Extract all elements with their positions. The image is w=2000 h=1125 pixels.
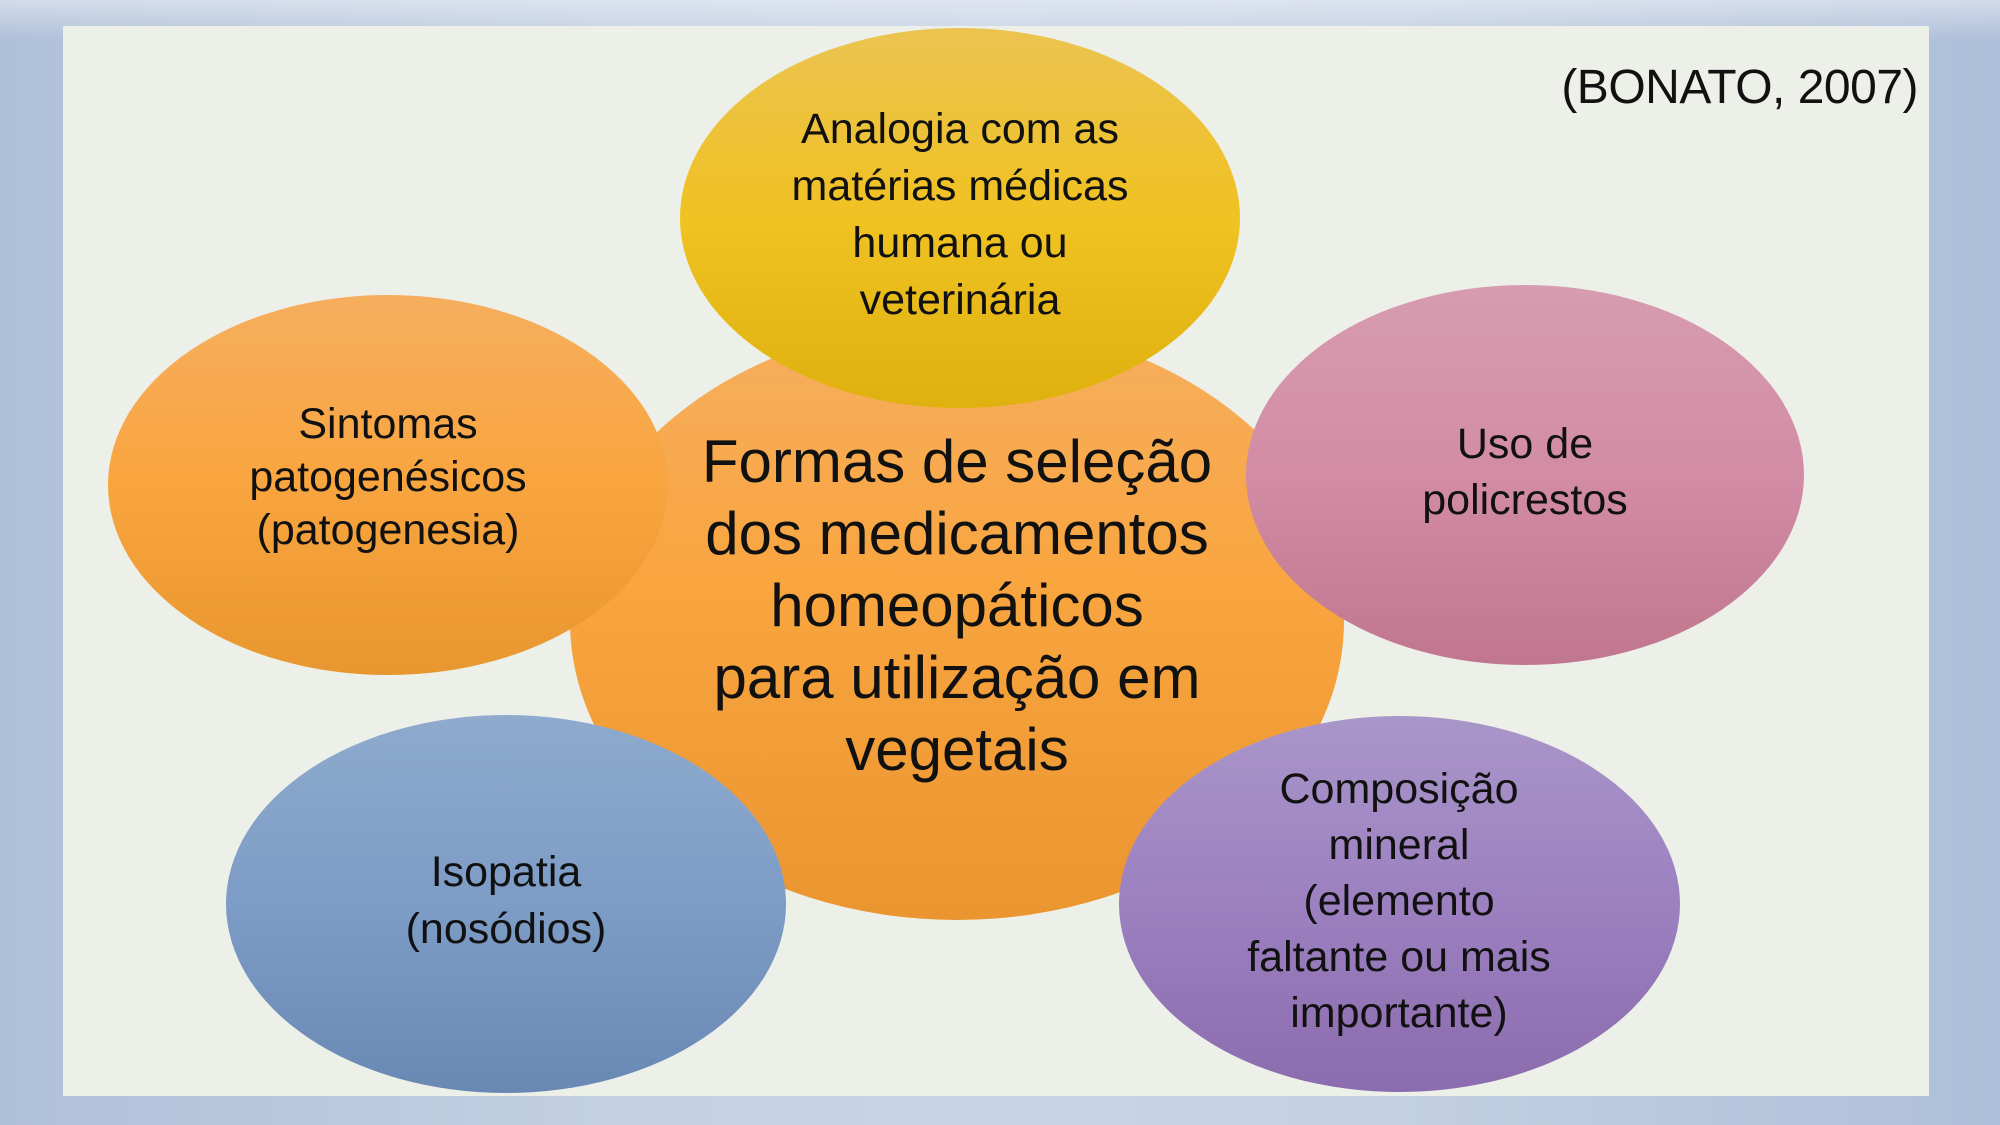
node-analogia-ellipse [680,28,1240,408]
node-label-line: Sintomas [298,400,478,448]
node-policrestos-ellipse [1246,285,1804,665]
node-sintomas-label: Sintomas patogenésicos (patogenesia) [188,398,588,557]
node-label-line: (elemento [1303,877,1495,925]
slide-panel: Formas de seleção dos medicamentos homeo… [63,26,1929,1096]
node-label-line: Analogia com as [801,105,1119,153]
node-label-line: Isopatia [430,848,582,896]
node-label-line: (patogenesia) [256,506,520,554]
node-composicao-ellipse [1119,716,1680,1092]
node-sintomas-ellipse [108,295,668,675]
citation: (BONATO, 2007) [1561,61,1918,114]
node-isopatia-label: Isopatia (nosódios) [306,844,706,958]
node-label-line: mineral [1328,821,1470,869]
node-label-line: (nosódios) [405,905,607,953]
node-analogia-label: Analogia com as matérias médicas humana … [710,101,1210,329]
node-label-line: Composição [1279,765,1519,813]
center-label-line: Formas de seleção [701,428,1213,495]
center-label-line: dos medicamentos [705,500,1209,567]
node-label-line: importante) [1290,989,1508,1037]
node-label-line: Uso de [1456,420,1594,468]
node-label-line: veterinária [859,276,1061,324]
center-label-line: para utilização em [713,644,1201,711]
node-label-line: policrestos [1422,476,1628,524]
center-label-line: vegetais [845,716,1069,783]
node-label-line: patogenésicos [249,453,527,501]
node-label-line: faltante ou mais [1247,933,1551,981]
node-label-line: humana ou [852,219,1068,267]
node-policrestos-label: Uso de policrestos [1325,416,1725,528]
node-composicao-label: Composição mineral (elemento faltante ou… [1199,761,1599,1041]
center-label: Formas de seleção dos medicamentos homeo… [657,426,1257,786]
node-isopatia-ellipse [226,715,786,1093]
center-label-line: homeopáticos [770,572,1144,639]
node-label-line: matérias médicas [791,162,1129,210]
